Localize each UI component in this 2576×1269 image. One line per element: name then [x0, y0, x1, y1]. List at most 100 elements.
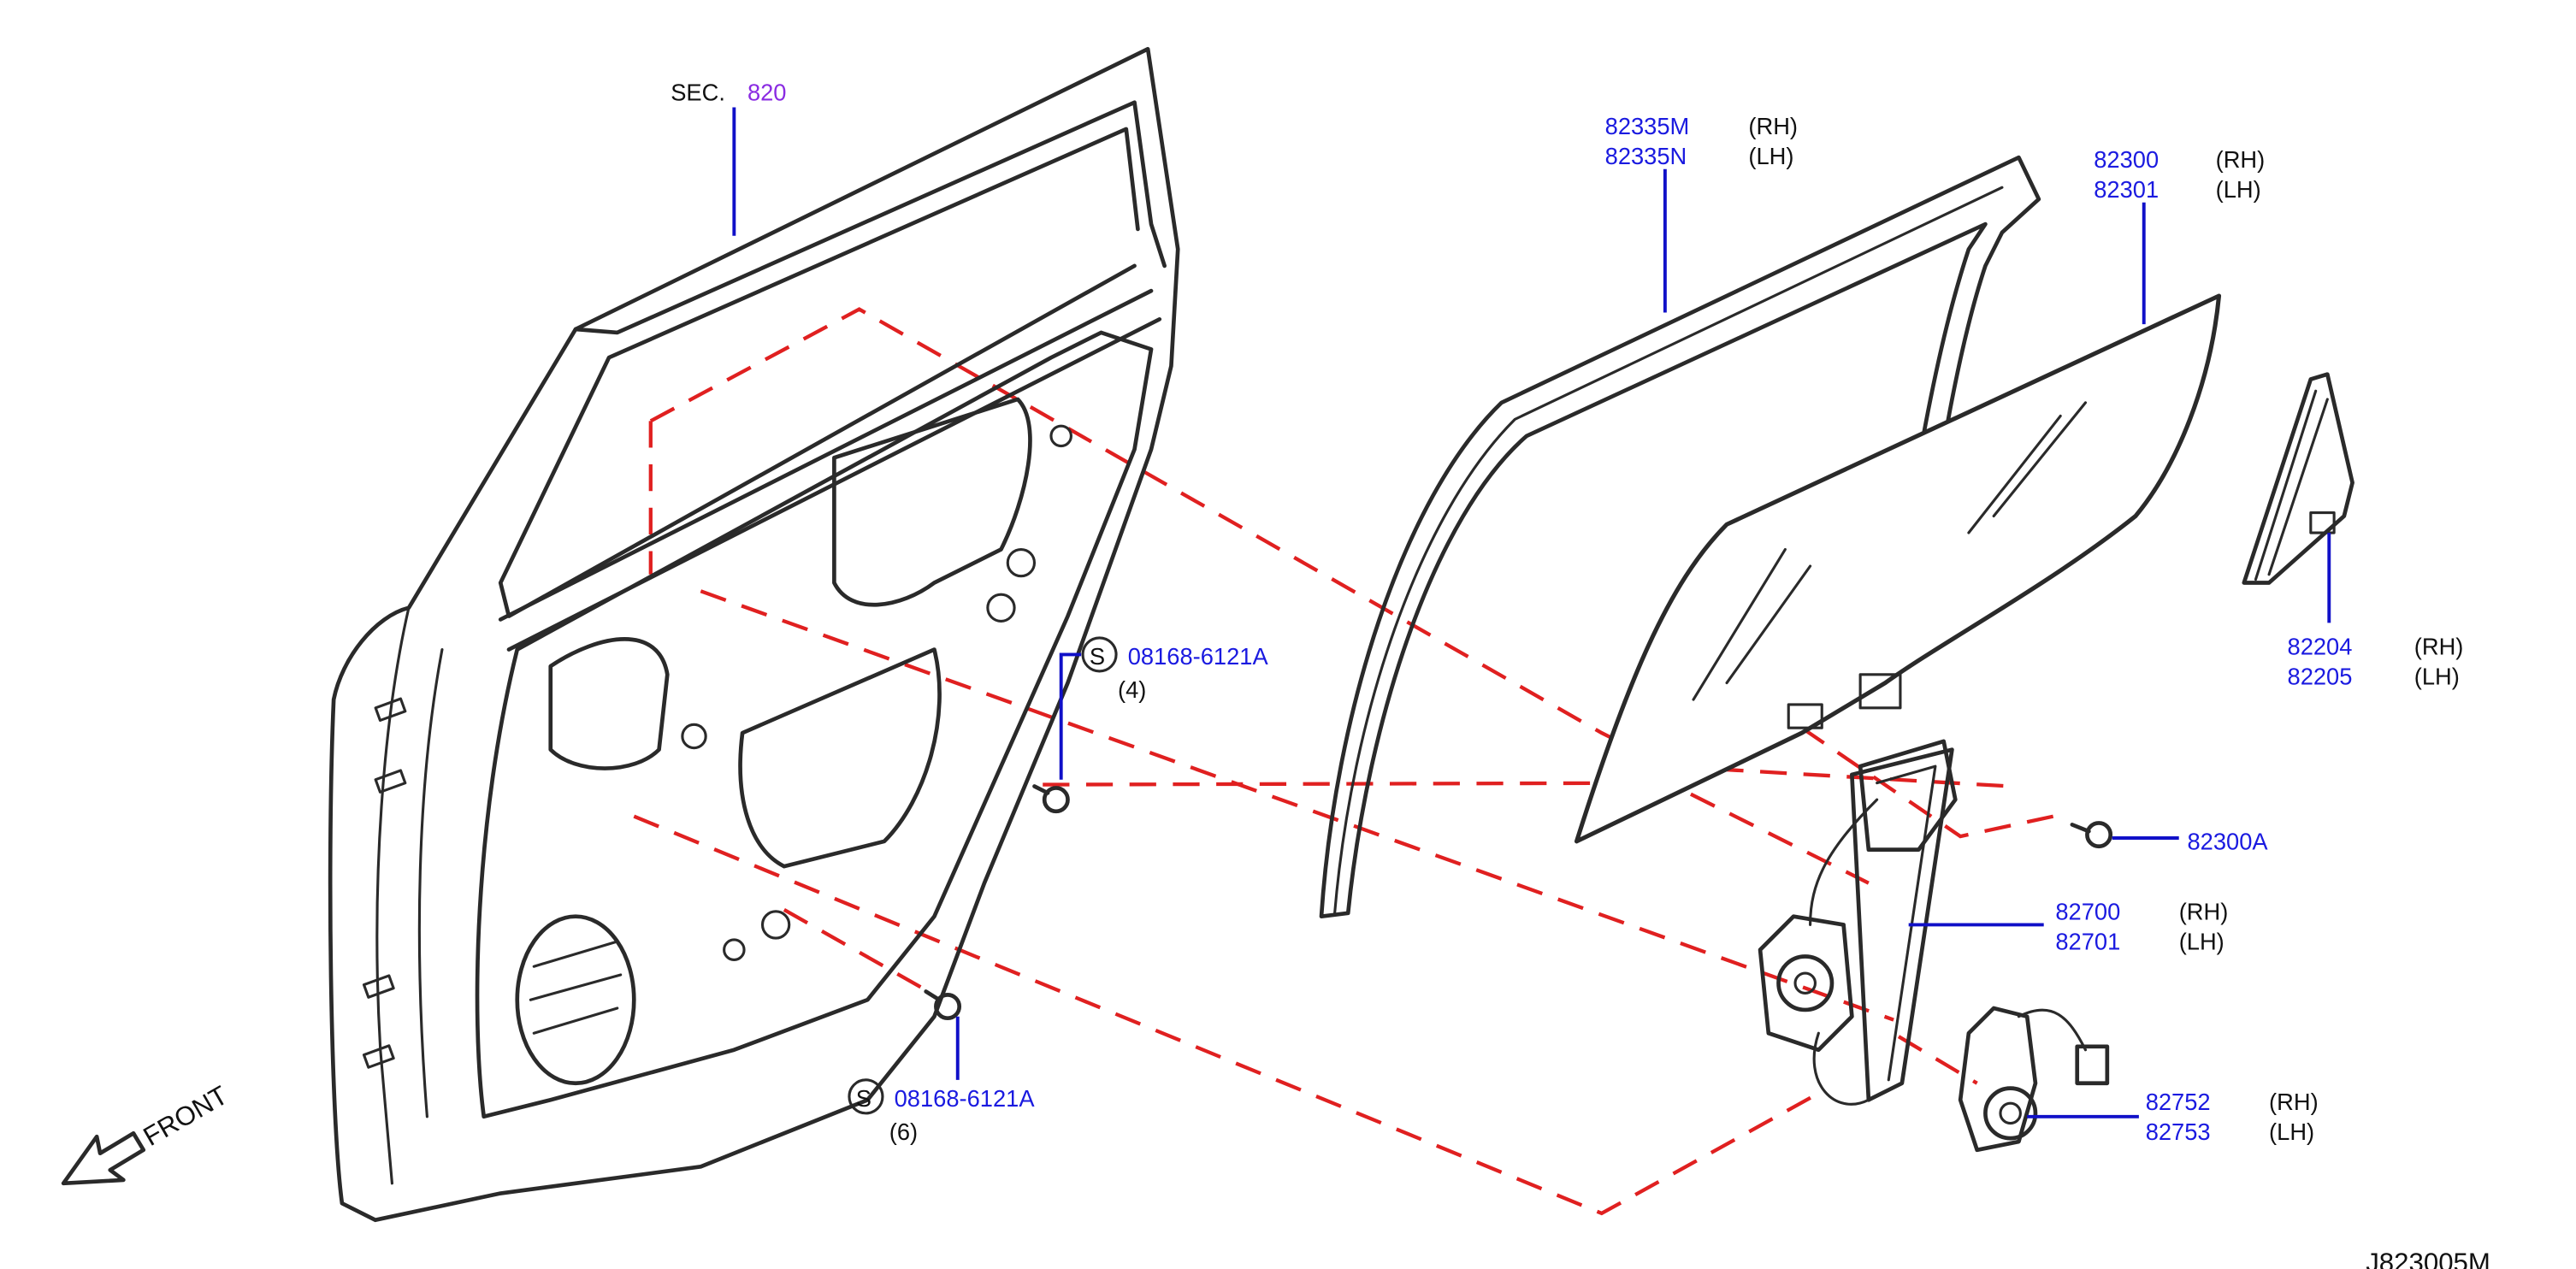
corner-glass-lh-tag: (LH)	[2414, 664, 2460, 690]
bolt-lower-qty: (6)	[889, 1118, 918, 1145]
diagram-code: J823005M	[2366, 1248, 2490, 1269]
glass-bolt-part-number[interactable]: 82300A	[2187, 829, 2268, 855]
glass-clip-2	[1858, 673, 1902, 710]
regulator-drum	[1776, 954, 1835, 1012]
window-frame-inner	[498, 127, 1140, 618]
glass-reflection	[1692, 401, 2088, 701]
bolt-head-icon	[934, 993, 962, 1021]
corner-glass-clip	[2309, 511, 2336, 534]
motor-connector	[2075, 1044, 2110, 1086]
door-hole-6	[723, 938, 746, 961]
regulator-part-number-rh[interactable]: 82700	[2055, 899, 2120, 925]
motor-part-number-lh[interactable]: 82753	[2146, 1118, 2211, 1145]
motor-gear-hub	[1999, 1101, 2022, 1125]
bolt-lower-symbol: S	[856, 1085, 871, 1112]
motor-part-number-rh[interactable]: 82752	[2146, 1089, 2211, 1115]
bolt-lower-graphic	[924, 989, 962, 1021]
regulator-lh-tag: (LH)	[2179, 929, 2224, 955]
door-inner-panel	[475, 330, 1154, 1119]
bolt-upper-qty: (4)	[1118, 676, 1146, 703]
hinge-stud	[362, 1044, 395, 1069]
corner-glass-part-number-lh[interactable]: 82205	[2288, 664, 2353, 690]
regulator-rail	[1850, 747, 1954, 1102]
sash-part-number-lh[interactable]: 82335N	[1605, 143, 1687, 169]
labels: SEC. 820 82335M 82335N (RH) (LH) 82300 8…	[61, 80, 2490, 1269]
regulator-rail-inner	[1876, 764, 1937, 1082]
regulator-carrier	[1858, 739, 1958, 852]
corner-glass-trim	[2254, 389, 2329, 581]
glass-bolt-graphic	[2070, 821, 2113, 849]
dashed-line-mid	[700, 589, 1894, 1022]
dashed-line-motor	[1897, 1035, 1978, 1085]
sash-lh-tag: (LH)	[1748, 143, 1793, 169]
glass-part-number-lh[interactable]: 82301	[2094, 176, 2159, 203]
door-hole-1	[1006, 547, 1037, 578]
bolt-upper-symbol: S	[1090, 643, 1105, 670]
hinge-stud	[374, 769, 407, 794]
motor-harness	[2017, 1008, 2088, 1052]
hinge-studs	[362, 697, 407, 1069]
bolt-shank	[1032, 784, 1050, 795]
speaker-hatch	[529, 940, 623, 1035]
sash-part-number-rh[interactable]: 82335M	[1605, 113, 1690, 139]
window-frame-outer	[573, 100, 1167, 335]
door-hole-5	[760, 910, 791, 940]
hinge-stud	[374, 697, 407, 723]
corner-glass-rh-tag: (RH)	[2414, 633, 2464, 659]
dashed-line-lower	[633, 814, 1820, 1216]
regulator-part-number-lh[interactable]: 82701	[2055, 929, 2120, 955]
glass-part-number-rh[interactable]: 82300	[2094, 146, 2159, 173]
corner-glass-outline	[2242, 372, 2354, 585]
sash-rh-tag: (RH)	[1748, 113, 1798, 139]
motor-rh-tag: (RH)	[2269, 1089, 2319, 1115]
regulator-drum-hub	[1793, 971, 1817, 995]
corner-glass	[2242, 372, 2354, 585]
service-hole-left	[548, 637, 670, 770]
bolt-head-icon	[1042, 786, 1070, 814]
regulator-motor	[1958, 1006, 2110, 1153]
door-hole-4	[681, 723, 707, 750]
section-ref-number[interactable]: 820	[747, 80, 787, 106]
motor-body	[1958, 1006, 2038, 1153]
bolt-shank	[924, 989, 942, 1002]
bolt-lower-part-number[interactable]: 08168-6121A	[895, 1085, 1036, 1112]
door-hole-2	[986, 593, 1016, 623]
bolt-upper-part-number[interactable]: 08168-6121A	[1128, 643, 1269, 670]
door-inner-edge	[375, 606, 444, 1185]
window-belt-line	[498, 288, 1162, 652]
bolt-head-icon	[2085, 821, 2113, 849]
dashed-line-bolt-lower	[783, 908, 936, 997]
regulator-rh-tag: (RH)	[2179, 899, 2229, 925]
leader-lines	[732, 107, 2331, 1118]
corner-glass-part-number-rh[interactable]: 82204	[2288, 633, 2353, 659]
bolt-upper-symbol-circle	[1081, 636, 1118, 673]
motor-gear-housing	[1983, 1086, 2038, 1141]
front-direction-indicator: FRONT	[61, 1080, 233, 1186]
front-label: FRONT	[139, 1080, 233, 1152]
glass-rh-tag: (RH)	[2216, 146, 2266, 173]
service-hole-upper	[832, 397, 1032, 607]
service-hole-middle	[738, 647, 942, 869]
door-outer-shell	[328, 46, 1180, 1223]
door-panel	[328, 46, 1180, 1223]
front-arrow-icon	[61, 1130, 146, 1186]
hinge-stud	[362, 974, 395, 999]
dashed-line-glass-bolt	[1800, 726, 2070, 839]
motor-lh-tag: (LH)	[2269, 1118, 2314, 1145]
speaker-hole	[515, 914, 636, 1086]
dashed-line-outline	[649, 307, 2011, 788]
bolt-lower-symbol-circle	[848, 1078, 884, 1115]
bolt-shank	[2070, 823, 2091, 834]
door-glass	[1574, 293, 2222, 844]
regulator-drum-bracket	[1758, 914, 1854, 1053]
regulator-cable	[1809, 798, 1879, 1106]
glass-pane	[1574, 293, 2222, 844]
leader-bolt-upper	[1059, 652, 1082, 780]
dashed-line-bolt	[1043, 781, 1870, 885]
sash-inner	[1333, 186, 2004, 915]
section-ref-prefix: SEC.	[671, 80, 725, 106]
glass-clip-1	[1787, 703, 1823, 729]
door-hole-3	[1049, 424, 1072, 448]
bolt-upper-graphic	[1032, 784, 1070, 814]
